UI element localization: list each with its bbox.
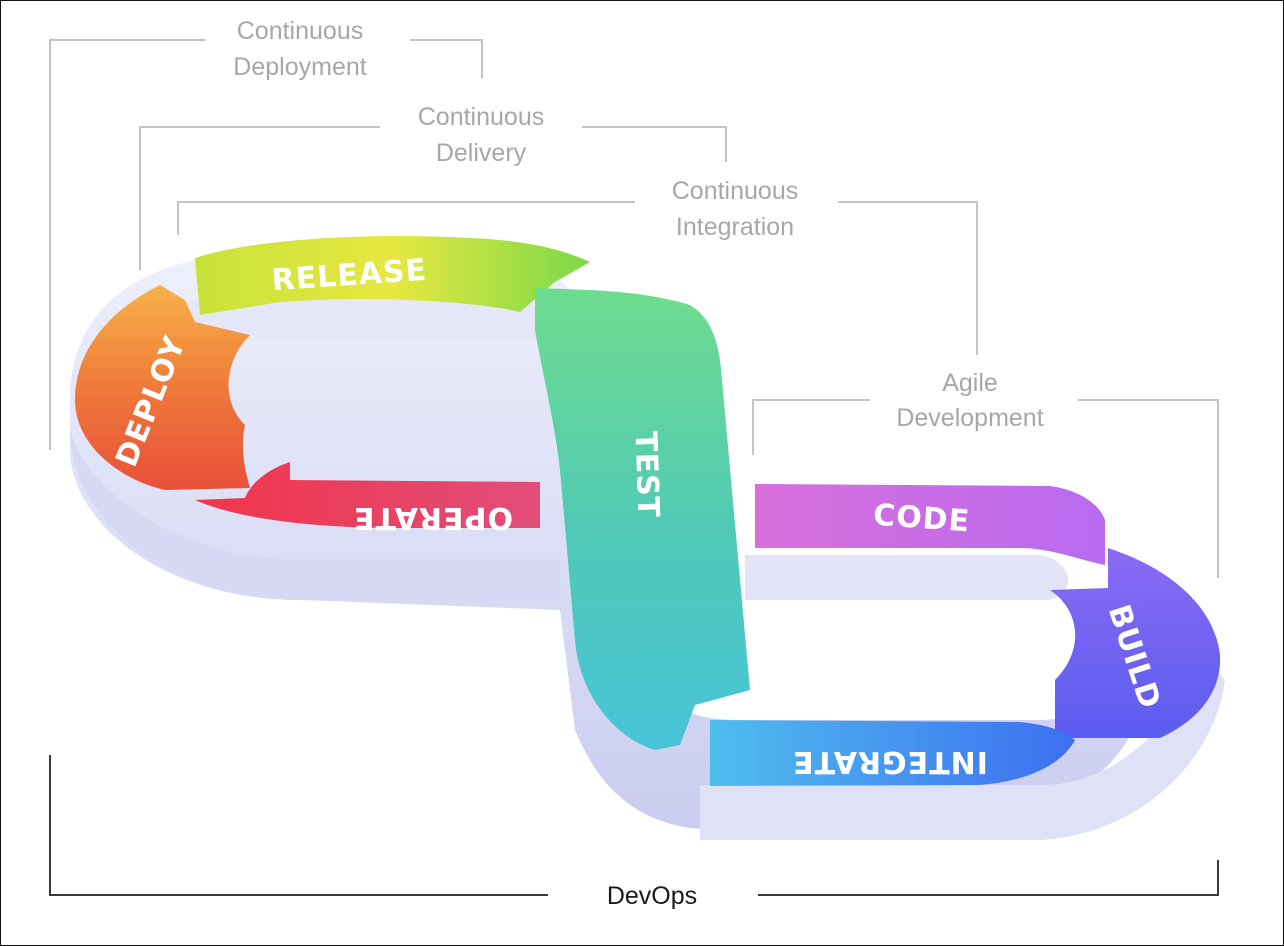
continuous-delivery-label-line2: Delivery — [436, 139, 527, 167]
operate-label: OPERATE — [353, 500, 513, 535]
agile-development-label-line2: Development — [896, 404, 1043, 432]
continuous-deployment-label-line2: Deployment — [233, 53, 366, 81]
segment-test — [535, 288, 750, 750]
devops-label: DevOps — [607, 882, 697, 910]
segment-build — [1050, 548, 1221, 738]
bracket-continuous-integration: Continuous Integration — [177, 177, 978, 355]
code-label: CODE — [872, 498, 971, 540]
bracket-devops: DevOps — [49, 755, 1219, 910]
continuous-integration-label-line1: Continuous — [672, 177, 798, 205]
bracket-continuous-deployment: Continuous Deployment — [49, 17, 483, 450]
segment-release — [195, 236, 590, 315]
integrate-label: INTEGRATE — [792, 744, 988, 779]
segment-deploy — [75, 285, 250, 490]
continuous-integration-label-line2: Integration — [676, 213, 794, 241]
continuous-delivery-label-line1: Continuous — [418, 103, 544, 131]
segment-operate — [195, 462, 540, 528]
continuous-deployment-label-line1: Continuous — [237, 17, 363, 45]
segment-integrate — [710, 720, 1075, 786]
agile-development-label-line1: Agile — [942, 369, 998, 397]
bracket-agile-development: Agile Development — [752, 369, 1219, 578]
test-label: TEST — [627, 431, 665, 519]
bracket-continuous-delivery: Continuous Delivery — [139, 103, 727, 270]
segment-code — [755, 484, 1105, 565]
